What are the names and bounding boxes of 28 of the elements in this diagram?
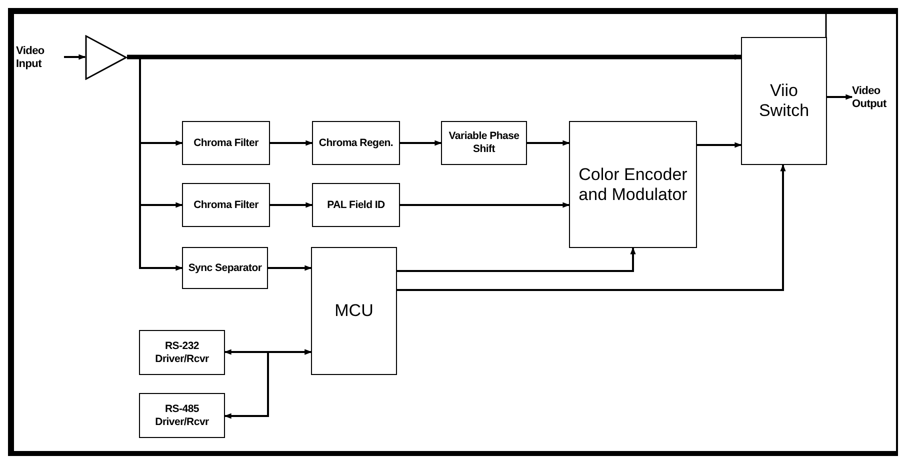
- arrow: [527, 140, 570, 146]
- arrow: [397, 164, 786, 291]
- switch-box: Viio Switch: [741, 37, 827, 165]
- phase-shift-box: Variable Phase Shift: [441, 121, 527, 165]
- input-label: Video Input: [16, 44, 64, 72]
- arrow: [127, 56, 183, 271]
- arrow: [827, 94, 853, 100]
- mcu-box: MCU: [311, 247, 397, 375]
- driver-box: RS-232 Driver/Rcvr: [139, 330, 225, 375]
- driver-box: RS-485 Driver/Rcvr: [139, 393, 225, 438]
- arrow: [224, 349, 312, 419]
- output-label: Video Output: [852, 84, 896, 112]
- filter-box: Chroma Filter: [182, 183, 270, 227]
- encoder-box: Color Encoder and Modulator: [569, 121, 697, 248]
- arrow: [697, 142, 742, 148]
- arrow: [268, 265, 312, 271]
- arrow: [270, 202, 313, 208]
- arrow: [270, 140, 313, 146]
- arrow: [64, 54, 86, 60]
- field-id-box: PAL Field ID: [312, 183, 400, 227]
- sync-separator-box: Sync Separator: [182, 247, 268, 289]
- arrow: [400, 140, 442, 146]
- arrow: [397, 247, 636, 272]
- arrow: [400, 202, 570, 208]
- regenerator-box: Chroma Regen.: [312, 121, 400, 165]
- filter-box: Chroma Filter: [182, 121, 270, 165]
- arrow: [127, 54, 742, 60]
- amplifier-triangle: [85, 35, 127, 80]
